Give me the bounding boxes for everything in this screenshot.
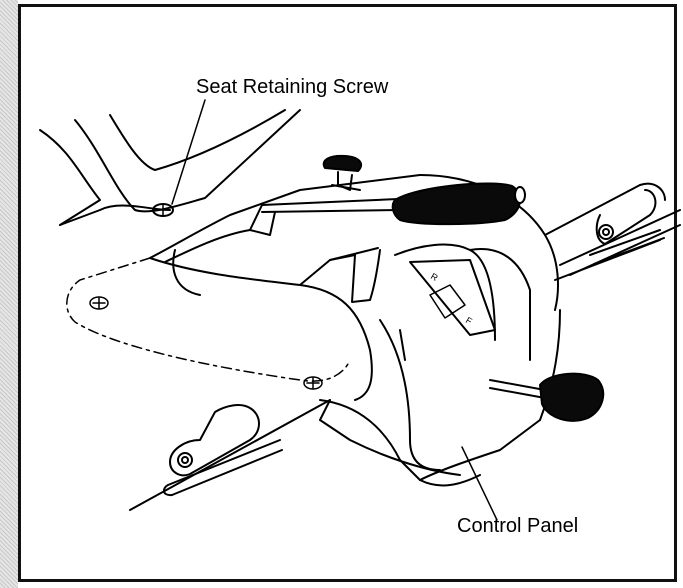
seat-outline-dashed: [66, 257, 351, 382]
right-rail-slot: [589, 189, 665, 265]
throttle-knob: [322, 154, 363, 191]
left-rail: [129, 399, 331, 511]
scan-edge-strip: [0, 0, 18, 588]
control-panel-label: Control Panel: [457, 515, 579, 537]
seat-screws: [89, 296, 323, 390]
seat-screw-leader: [171, 99, 206, 205]
svg-text:R: R: [429, 271, 440, 283]
svg-text:F: F: [464, 315, 474, 327]
lower-lever: [489, 372, 605, 422]
diagram-border: [18, 4, 677, 582]
upper-lever: [249, 182, 526, 236]
seat-retaining-screw: [152, 203, 174, 217]
seat-retaining-screw-label: Seat Retaining Screw: [196, 76, 389, 98]
control-panel-leader: [461, 446, 498, 521]
tractor-body: R F: [149, 174, 681, 487]
